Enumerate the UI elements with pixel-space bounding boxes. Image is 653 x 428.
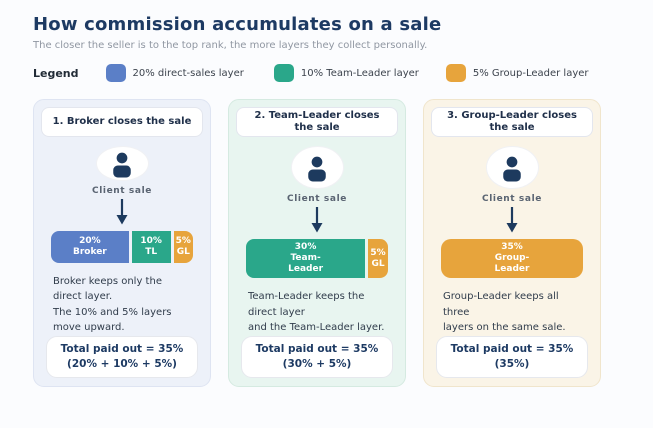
teal-swatch-icon [273,64,294,82]
infographic-page: How commission accumulates on a sale The… [33,14,633,387]
segment-pct: 5% [370,247,386,258]
person-icon [113,152,131,178]
total-breakdown: (35%) [494,357,530,370]
card-team-leader: 2. Team-Leader closes the sale Client sa… [228,99,406,387]
legend-item-team-leader: 10% Team-Leader layer [273,64,419,82]
person-icon [308,156,326,182]
scenario-cards: 1. Broker closes the sale Client sale 20… [33,99,601,387]
bar-segment-gl: 5% GL [368,239,388,279]
card-description: Broker keeps only the direct layer. The … [53,274,191,336]
total-breakdown: (20% + 10% + 5%) [67,357,177,370]
desc-line: Broker keeps only the direct layer. [53,275,162,303]
commission-bar: 30% Team- Leader 5% GL [246,239,388,279]
total-paid-pill: Total paid out = 35% (30% + 5%) [241,335,393,378]
card-broker: 1. Broker closes the sale Client sale 20… [33,99,211,387]
client-sale-label: Client sale [287,194,347,205]
person-icon [503,156,521,182]
down-arrow-icon [431,207,593,233]
legend-item-label: 10% Team-Leader layer [300,67,419,79]
legend-item-group-leader: 5% Group-Leader layer [445,64,589,82]
total-line: Total paid out = 35% [450,342,574,355]
desc-line: layers on the same sale. [443,322,566,334]
avatar [290,146,344,190]
client-sale-label: Client sale [482,194,542,205]
segment-name: Leader [494,264,530,275]
orange-swatch-icon [445,64,466,82]
desc-line: and the Team-Leader layer. [248,322,385,334]
card-group-leader-title: 3. Group-Leader closes the sale [431,107,593,137]
card-description: Team-Leader keeps the direct layer and t… [248,289,386,336]
total-breakdown: (30% + 5%) [282,357,352,370]
legend-item-direct-sales: 20% direct-sales layer [105,64,244,82]
legend-item-label: 5% Group-Leader layer [472,67,589,79]
segment-pct: 30% [294,242,317,253]
bar-segment-group-leader: 35% Group- Leader [441,239,583,279]
segment-pct: 20% [79,236,101,247]
segment-pct: 35% [501,242,523,253]
bar-segment-team-leader: 30% Team- Leader [246,239,366,279]
legend-label: Legend [33,66,79,80]
down-arrow-icon [41,199,203,225]
commission-bar: 20% Broker 10% TL 5% GL [51,231,193,263]
page-subtitle: The closer the seller is to the top rank… [33,40,428,51]
page-title: How commission accumulates on a sale [33,14,442,35]
desc-line: Team-Leader keeps the direct layer [248,291,365,318]
client-sale-label: Client sale [92,186,152,197]
card-team-leader-title: 2. Team-Leader closes the sale [236,107,398,137]
bar-segment-tl: 10% TL [131,231,171,263]
segment-pct: 5% [175,236,191,247]
commission-bar: 35% Group- Leader [441,239,583,279]
avatar [95,146,149,182]
card-broker-title: 1. Broker closes the sale [41,107,203,137]
total-paid-pill: Total paid out = 35% (20% + 10% + 5%) [46,335,198,378]
legend-item-label: 20% direct-sales layer [132,67,244,79]
card-group-leader: 3. Group-Leader closes the sale Client s… [423,99,601,387]
segment-name: GL [371,258,385,269]
segment-name: Broker [72,246,107,257]
bar-segment-broker: 20% Broker [51,231,129,263]
total-paid-pill: Total paid out = 35% (35%) [436,335,588,378]
bar-segment-gl: 5% GL [173,231,193,263]
desc-line: The 10% and 5% layers move upward. [53,306,172,334]
down-arrow-icon [236,207,398,233]
total-line: Total paid out = 35% [255,342,379,355]
segment-name: Leader [288,264,324,275]
segment-name: Group- [494,253,530,264]
segment-pct: 10% [140,236,162,247]
avatar [485,146,539,190]
segment-name: TL [145,246,158,257]
total-line: Total paid out = 35% [60,342,184,355]
segment-name: GL [176,246,190,257]
segment-name: Team- [290,253,321,264]
desc-line: Group-Leader keeps all three [443,291,559,318]
blue-swatch-icon [105,64,126,82]
legend: Legend 20% direct-sales layer 10% Team-L… [33,64,633,82]
card-description: Group-Leader keeps all three layers on t… [443,289,581,336]
